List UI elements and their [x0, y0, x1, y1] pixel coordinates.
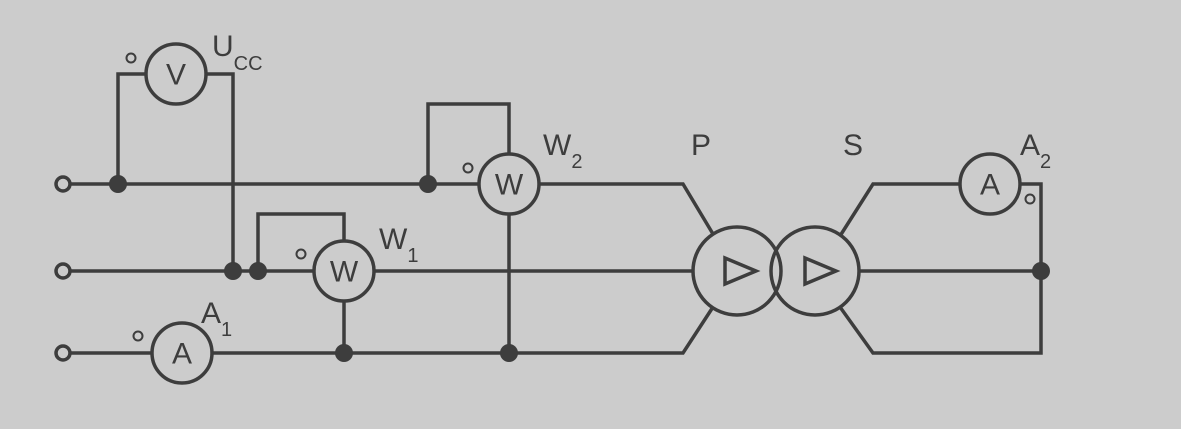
polarity-mark [462, 162, 474, 174]
ammeter1-label: A1 [201, 297, 232, 341]
junction-dot [500, 344, 518, 362]
voltmeter-symbol: V [166, 59, 186, 92]
wattmeter1-symbol: W [330, 256, 359, 289]
line-1-wire [70, 182, 715, 235]
secondary-top-wire [838, 182, 1043, 355]
ammeter1-symbol: A [172, 338, 192, 371]
junctions [109, 175, 1050, 362]
secondary-label: S [843, 129, 863, 162]
primary-label: P [691, 129, 711, 162]
polarity-mark [132, 330, 144, 342]
voltmeter-label: UCC [212, 30, 263, 75]
polarity-mark [295, 248, 307, 260]
primary-winding [691, 225, 783, 317]
wattmeter-2: W W2 [462, 129, 582, 216]
ammeter2-symbol: A [980, 169, 1000, 202]
ammeter-2: A A2 [958, 129, 1051, 216]
junction-dot [335, 344, 353, 362]
transformer: P S [691, 129, 863, 317]
junction-dot [1032, 262, 1050, 280]
terminal-line-1 [54, 175, 72, 193]
junction-dot [249, 262, 267, 280]
terminal-line-2 [54, 262, 72, 280]
wattmeter-1: W W1 [295, 223, 418, 303]
primary-triangle-icon [723, 255, 761, 287]
wattmeter2-label: W2 [543, 129, 582, 173]
wattmeter1-current-loop [256, 212, 346, 271]
polarity-mark [1024, 193, 1036, 205]
junction-dot [224, 262, 242, 280]
secondary-triangle-icon [803, 255, 841, 287]
voltmeter: V UCC [125, 30, 263, 106]
terminal-line-3 [54, 344, 72, 362]
secondary-winding [769, 225, 861, 317]
line-3-wire [70, 306, 715, 355]
input-terminals [54, 175, 72, 362]
wattmeter2-symbol: W [495, 169, 524, 202]
wattmeter2-current-loop [426, 102, 511, 184]
junction-dot [419, 175, 437, 193]
ammeter-1: A A1 [132, 297, 232, 385]
polarity-mark [125, 52, 137, 64]
junction-dot [109, 175, 127, 193]
wattmeter1-label: W1 [379, 223, 418, 267]
ammeter2-label: A2 [1020, 129, 1051, 173]
